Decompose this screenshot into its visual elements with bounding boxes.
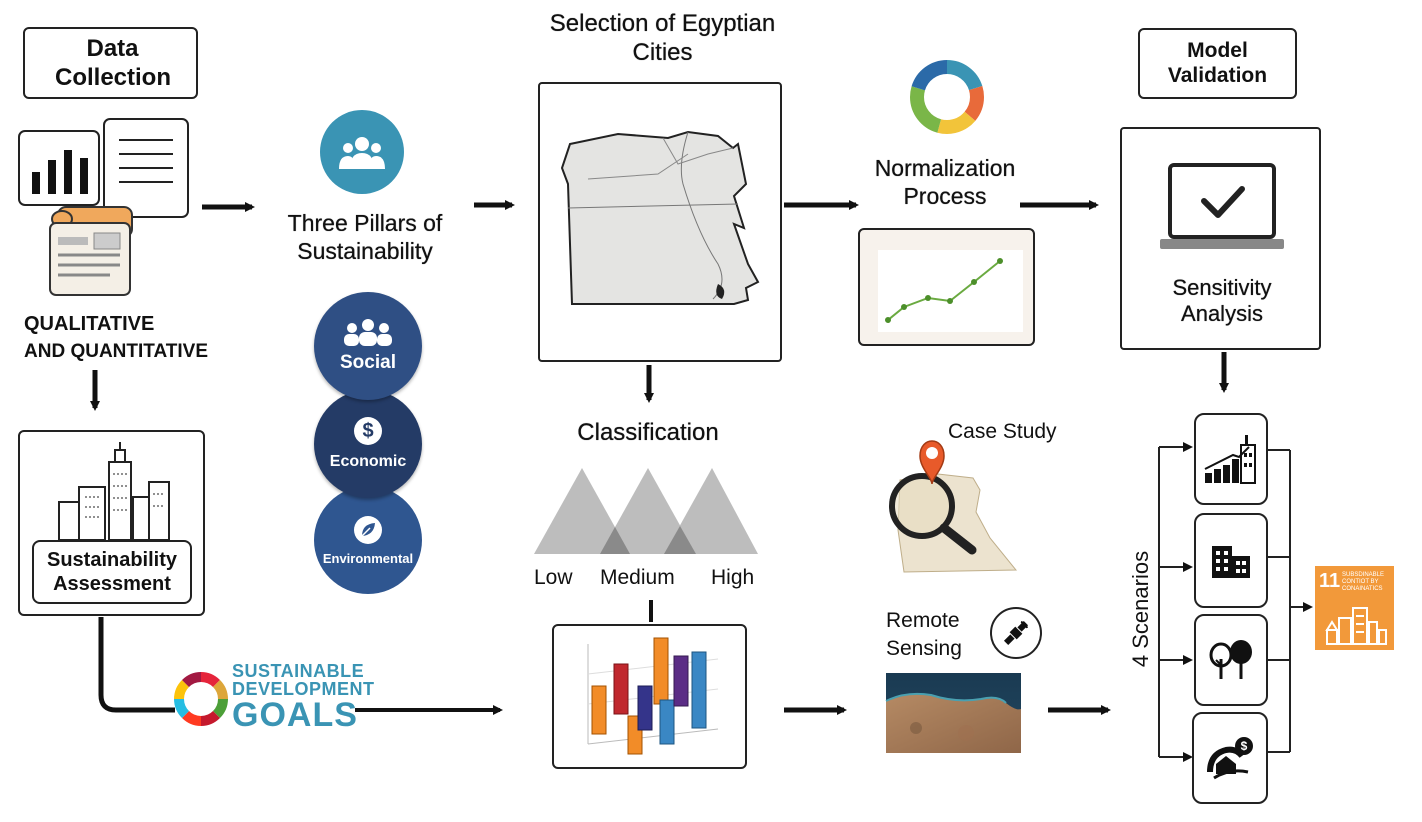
case-study-map-icon [889,440,1018,573]
data-collection-title: Data Collection [55,35,172,91]
egypt-map-box [538,82,782,362]
remote-sensing-label: Remote Sensing [886,609,962,660]
pillar-social: Social [314,292,422,400]
level-medium: Medium [600,566,675,589]
sdg-line1: SUSTAINABLE [232,661,365,681]
sustainability-assessment-label: Sustainability Assessment [46,549,178,595]
sdg11-badge: 11 SUBSDINABLE CONTIOT BY CONAINATICS [1315,566,1394,650]
scenario-3-box [1194,614,1268,706]
pillar-economic-label: Economic [329,453,407,470]
pillar-social-label: Social [340,352,396,373]
laptop-checkmark-icon [1160,163,1284,249]
model-validation-box: Model Validation [1138,28,1297,99]
satellite-icon [990,607,1042,659]
sdg-line2: DEVELOPMENT [232,679,375,699]
data-type-line1: QUALITATIVE [24,313,155,335]
data-type-label: QUALITATIVE AND QUANTITATIVE [24,310,208,366]
line-chart-box [858,228,1035,346]
bar-chart-box [552,624,747,769]
normalization-title: Normalization Process [874,155,1016,209]
city-buildings-icon [58,442,170,541]
people-group-icon [339,137,385,169]
satellite-image [885,673,1021,753]
classification-title: Classification [577,419,719,446]
egypt-map-icon [560,130,760,305]
scenarios-label: 4 Scenarios [1128,550,1153,668]
connector-assessment-to-sdg [98,617,175,713]
data-collection-box: Data Collection [23,27,198,99]
leaf-icon [354,515,382,544]
apartment-buildings-icon [1212,545,1250,578]
growth-buildings-icon [1204,435,1256,484]
pillar-economic: $ Economic [314,390,422,498]
case-study-label: Case Study [948,420,1057,443]
survey-folder-icon [49,206,133,296]
scenario-1-box [1194,413,1268,505]
donut-chart-icon [910,60,984,134]
3d-bar-chart-icon [587,637,719,755]
remote-sensing-title: Remote Sensing [886,607,981,663]
line-chart-icon [878,250,1023,332]
pillar-environmental: Environmental [314,486,422,594]
svg-text:$: $ [1241,739,1248,753]
text-document-icon [103,118,189,218]
sdg-logo-text: SUSTAINABLE DEVELOPMENT GOALS [232,662,375,732]
selection-title: Selection of Egyptian Cities [549,10,776,66]
level-low: Low [534,566,573,589]
pillars-icon [320,110,404,194]
sdg-wheel-icon [174,672,228,726]
sdg-line3: GOALS [232,696,358,734]
scenario-2-box [1194,513,1268,608]
data-type-line2: AND QUANTITATIVE [24,341,209,362]
satellite-glyph [1003,620,1029,646]
economy-house-icon: $ [1207,737,1253,780]
scenario-4-box: $ [1192,712,1268,804]
sdg11-number: 11 [1319,570,1341,592]
level-high: High [711,566,755,589]
sensitivity-title: Sensitivity Analysis [1172,275,1272,327]
pillar-environmental-label: Environmental [322,550,414,566]
sustainability-assessment-box: Sustainability Assessment [18,430,205,616]
sdg11-text: SUBSDINABLE CONTIOT BY CONAINATICS [1342,572,1385,592]
people-icon [344,319,392,346]
sdg11-city-icon [1325,607,1387,645]
model-validation-title: Model Validation [1167,39,1268,88]
pillars-title: Three Pillars of Sustainability [287,210,443,264]
sensitivity-analysis-box: Sensitivity Analysis [1120,127,1321,350]
membership-triangles-icon [534,468,758,554]
dollar-icon: $ [354,417,382,445]
trees-icon [1209,640,1252,679]
bar-chart-document-icon [18,130,100,206]
sustainability-assessment-label-box: Sustainability Assessment [32,540,192,604]
